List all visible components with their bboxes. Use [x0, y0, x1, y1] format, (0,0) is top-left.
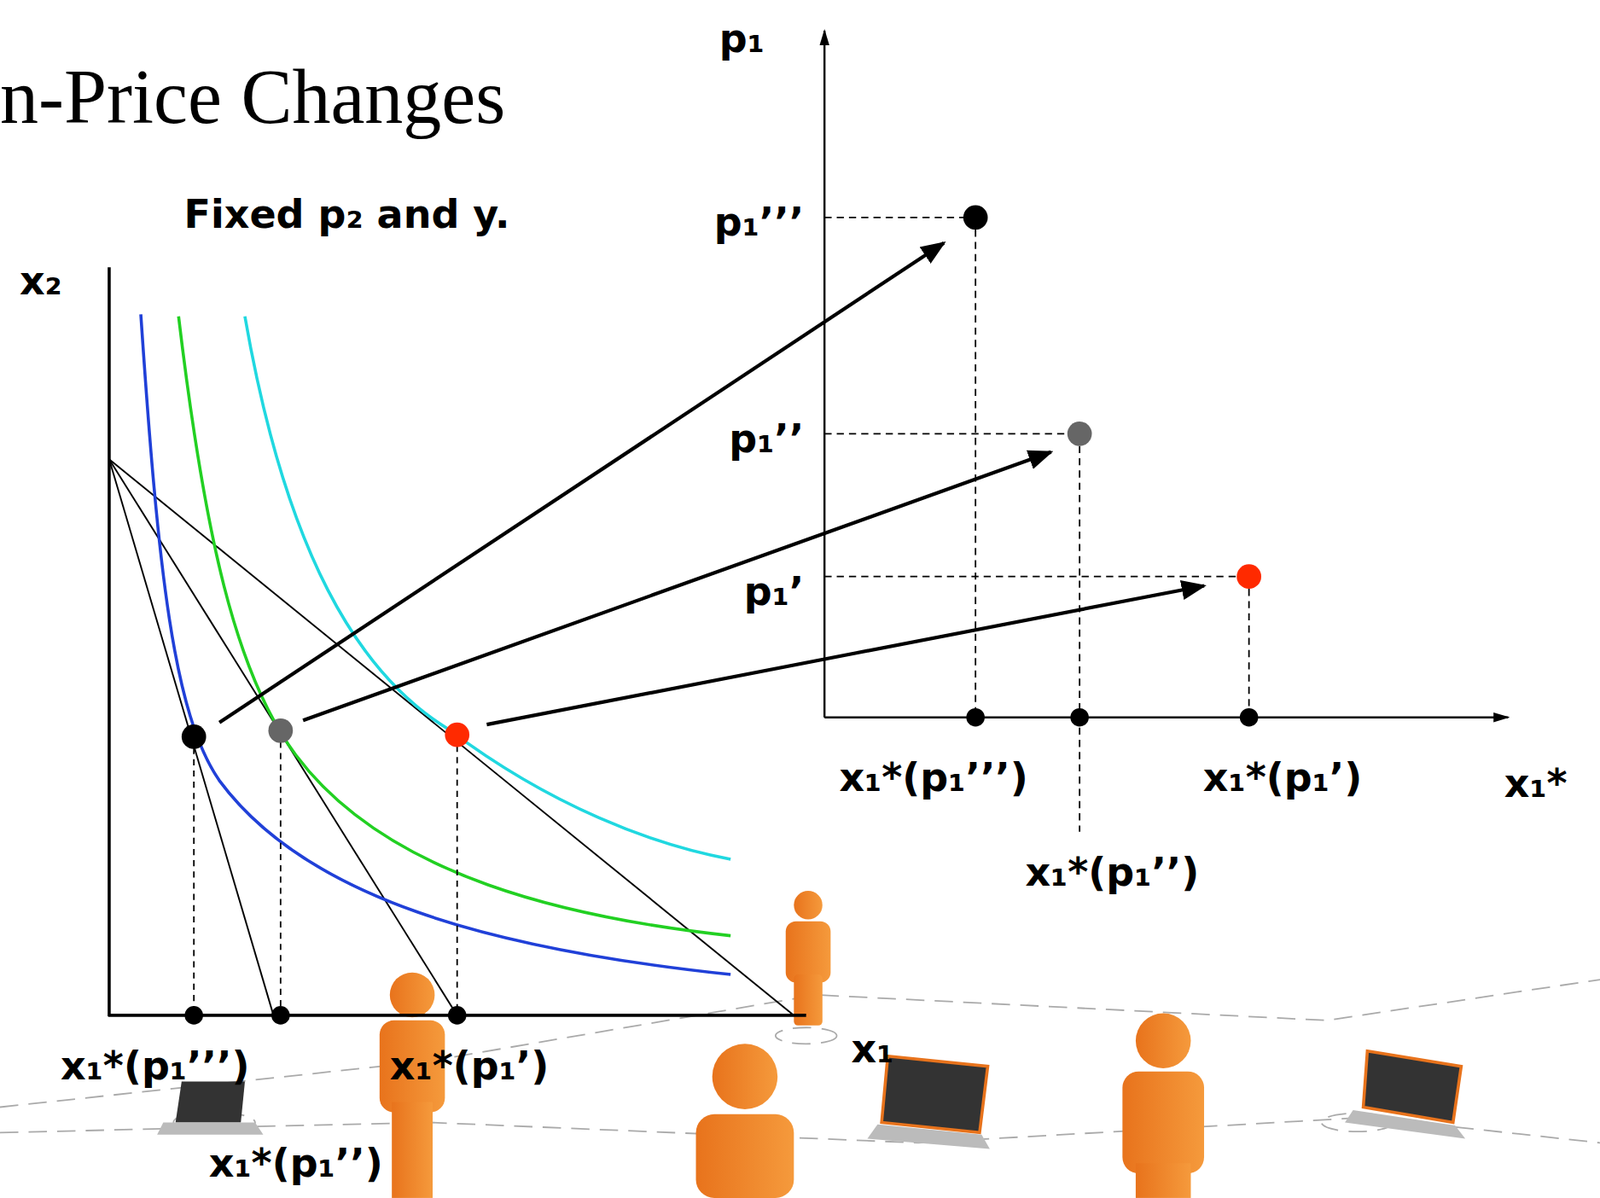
quantity-label: x₁*(p₁’’’)	[838, 756, 1028, 800]
quantity-label: x₁*(p₁’’)	[209, 1141, 384, 1186]
price-label: p₁’	[744, 570, 805, 614]
drop-lines	[193, 730, 458, 1016]
indifference-curves	[140, 314, 731, 975]
left-axes	[108, 267, 807, 1017]
fixed-note: Fixed p₂ and y.	[184, 192, 511, 237]
optimum-points	[181, 718, 470, 1025]
mapping-arrows	[219, 243, 1205, 725]
axis-label: x₂	[19, 259, 63, 303]
laptop-decoration	[157, 1051, 1466, 1150]
quantity-label: x₁*(p₁’)	[1203, 756, 1362, 800]
axis-label: x₁	[850, 1027, 894, 1071]
quantity-label: x₁*(p₁’)	[389, 1044, 549, 1088]
quantity-label: x₁*(p₁’’)	[1024, 850, 1199, 895]
demand-points	[963, 204, 1262, 727]
quantity-label: x₁*(p₁’’’)	[60, 1044, 250, 1088]
demand-guides	[824, 217, 1249, 832]
price-label: p₁’’	[728, 417, 804, 461]
axis-label: p₁	[719, 17, 765, 61]
axis-label: x₁*	[1504, 762, 1568, 806]
price-label: p₁’’’	[714, 200, 805, 245]
slide-title: n-Price Changes	[0, 54, 506, 140]
right-axes	[824, 30, 1508, 718]
